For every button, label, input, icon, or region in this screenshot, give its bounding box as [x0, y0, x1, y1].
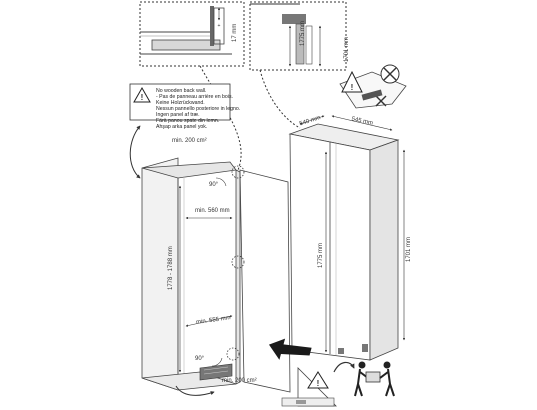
furniture-door — [239, 169, 291, 393]
vent-arrow-top — [129, 125, 141, 179]
level-warning: ! — [281, 367, 337, 407]
label-fridge-1775: 1775 mm — [318, 243, 324, 268]
cabinet-niche — [141, 157, 291, 393]
fridge-foot — [362, 344, 368, 352]
label-depth-545: 545 mm — [351, 116, 373, 126]
no-wooden-wall-warning: ! — [129, 83, 231, 121]
warning-text-block: No wooden back wall. - Pas de panneau ar… — [156, 88, 260, 130]
prohibited-panel: ! — [339, 64, 407, 109]
detail-box-right — [249, 1, 347, 71]
label-vent-bottom: min. 200 cm² — [222, 378, 257, 384]
warning-line: Ingen panel af træ. — [156, 112, 200, 118]
warning-line: Ahşap arka panel yok. — [156, 124, 208, 130]
detail-box-left: + — [139, 1, 245, 67]
warning-line: Färä panou spate din lemn. — [156, 118, 220, 124]
label-niche-depth: min. 555 mm — [196, 315, 231, 326]
hinge-circle-middle — [231, 255, 245, 269]
label-niche-height: 1778 - 1788 mm — [168, 246, 174, 290]
refrigerator — [288, 115, 406, 361]
connector-right — [259, 69, 301, 129]
vent-arrow-bottom — [175, 385, 215, 396]
label-angle-bottom: 90° — [195, 356, 205, 362]
hinge-circle-bottom — [226, 347, 240, 361]
warning-triangle-bottom — [307, 371, 329, 389]
warning-line: Keine Holzrückwand. — [156, 100, 205, 106]
label-1701-detail: 1701 mm — [344, 37, 350, 62]
spirit-level-icon — [281, 397, 335, 407]
warning-line: No wooden back wall. — [156, 88, 207, 94]
label-fridge-1701: 1701 mm — [406, 237, 412, 262]
two-person-lift-icon — [354, 361, 395, 397]
push-arrow-icon — [268, 338, 312, 360]
label-vent-top: min. 200 cm² — [172, 138, 207, 144]
warning-line: Nessun pannello posteriore in legno. — [156, 106, 241, 112]
connector-left — [199, 65, 242, 171]
fridge-foot-left — [338, 348, 344, 354]
label-angle-top: 90° — [209, 182, 219, 188]
svg-text:!: ! — [351, 83, 354, 92]
svg-text:!: ! — [141, 93, 144, 102]
warning-line: - Pas de panneau arrière en bois. — [156, 94, 233, 100]
tilt-arrow-icon — [333, 361, 355, 373]
label-17mm: 17 mm — [232, 24, 238, 42]
vent-grille — [199, 363, 233, 381]
svg-text:!: ! — [317, 379, 320, 388]
warning-triangle-top — [341, 70, 363, 93]
hinge-circle-top — [231, 165, 245, 179]
plus-symbol: + — [218, 23, 221, 29]
label-1775-detail: 1775 mm — [300, 21, 306, 46]
label-niche-width: min. 560 mm — [195, 208, 230, 214]
